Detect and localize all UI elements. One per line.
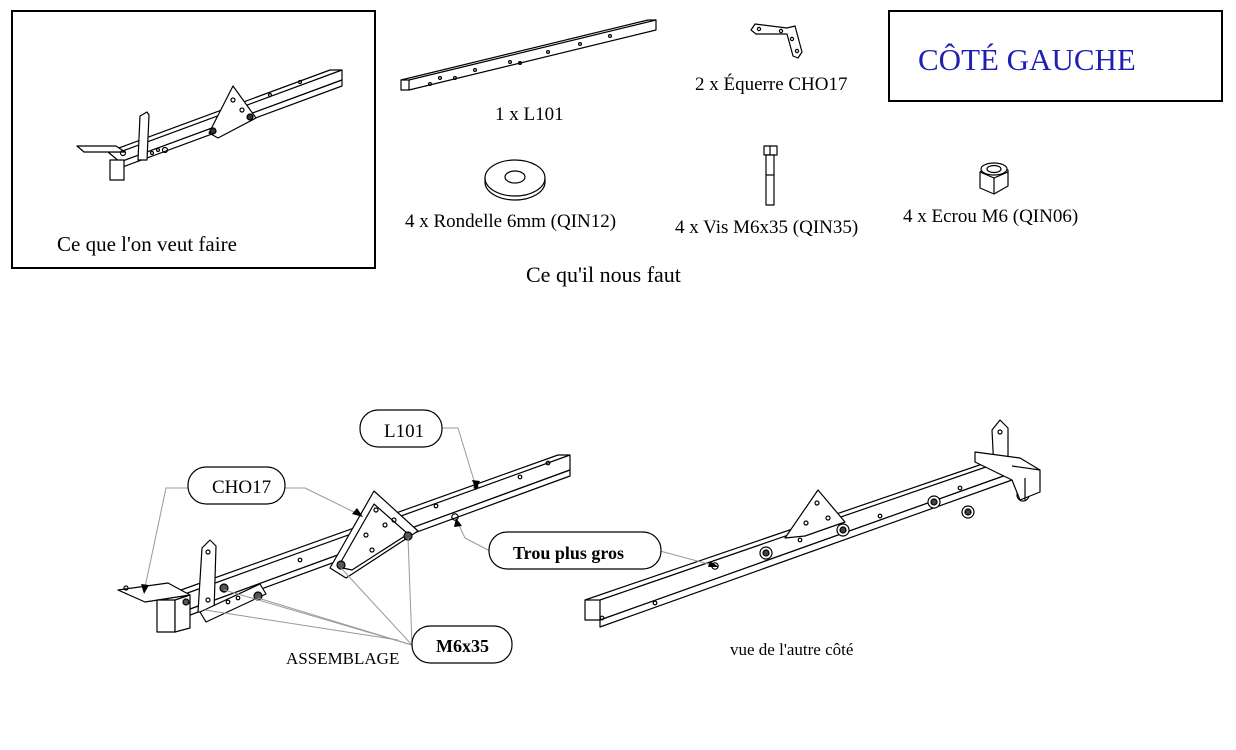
page-title: CÔTÉ GAUCHE (918, 42, 1136, 77)
preview-assembly-icon (76, 69, 343, 181)
callout-bubble-m6x35 (411, 625, 513, 664)
washer-icon (484, 159, 546, 201)
callout-bubble-l101 (359, 409, 443, 448)
part-label-vis: 4 x Vis M6x35 (QIN35) (675, 217, 859, 238)
callout-trou: Trou plus gros (513, 543, 625, 563)
angle-bracket-icon (750, 23, 803, 59)
square-tube-icon (400, 19, 657, 91)
callout-bubble-cho17 (187, 466, 286, 505)
callout-cho17: CHO17 (212, 477, 272, 498)
callout-l101: L101 (384, 421, 425, 442)
title-panel (888, 10, 1223, 102)
main-assembly (117, 454, 571, 633)
nut-icon (979, 162, 1009, 195)
callout-bubble-trou (488, 531, 662, 570)
other-side-label: vue de l'autre côté (730, 640, 854, 659)
part-label-equerre: 2 x Équerre CHO17 (695, 74, 848, 95)
other-side-assembly (584, 419, 1041, 628)
callout-m6x35: M6x35 (436, 636, 489, 656)
part-label-rondelle: 4 x Rondelle 6mm (QIN12) (405, 211, 617, 232)
part-label-l101: 1 x L101 (495, 104, 564, 125)
assemblage-label: ASSEMBLAGE (286, 649, 400, 668)
bolt-icon (763, 145, 778, 206)
preview-caption: Ce que l'on veut faire (57, 232, 237, 256)
part-label-ecrou: 4 x Ecrou M6 (QIN06) (903, 206, 1079, 227)
preview-panel (11, 10, 376, 269)
parts-header: Ce qu'il nous faut (526, 262, 681, 287)
